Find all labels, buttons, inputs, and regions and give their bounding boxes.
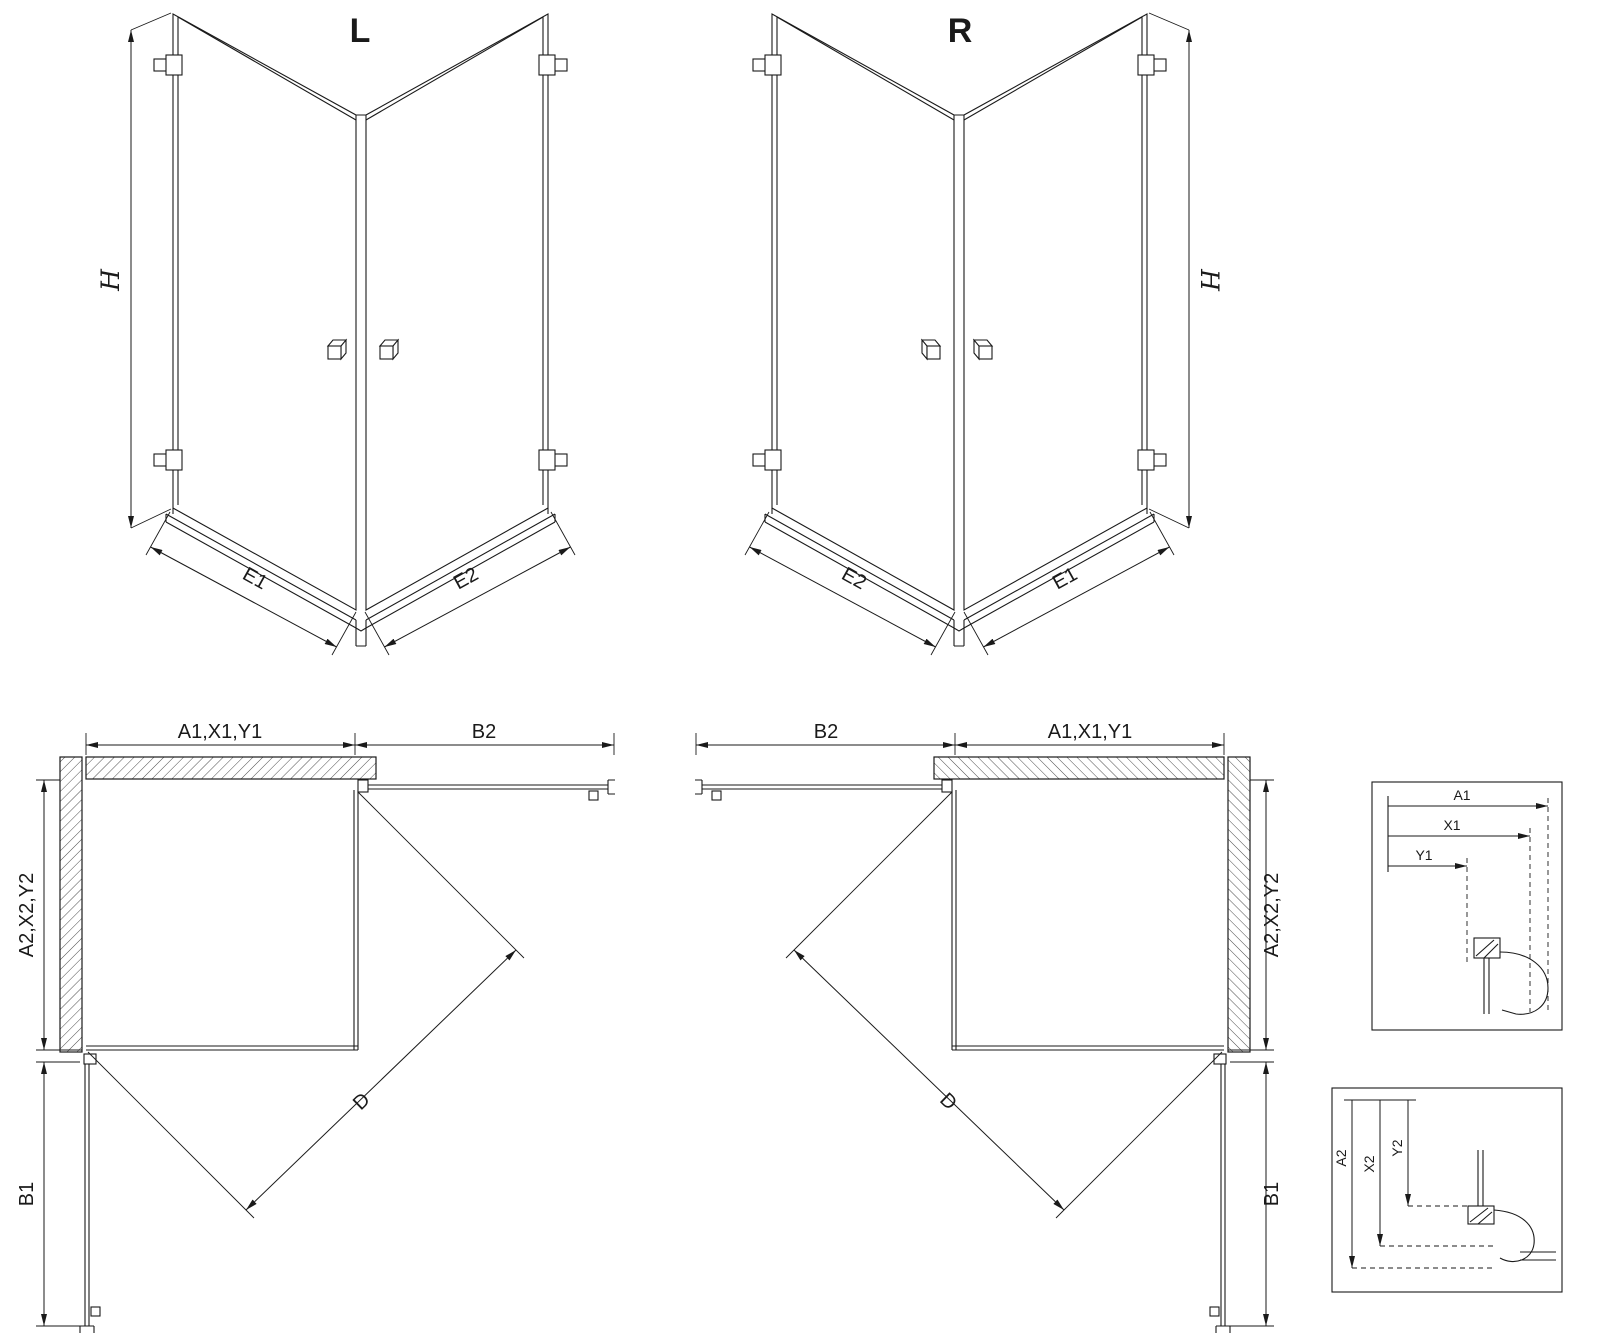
- detail-clamp-section: [1467, 1205, 1495, 1225]
- detail-box-frame: [1331, 1087, 1563, 1293]
- height-dim-label: H: [1195, 268, 1224, 292]
- detail-glass-section: [1483, 958, 1490, 1014]
- detail-reference-dashes: [1466, 798, 1549, 1012]
- side-lower-dim-label: B1: [1261, 1182, 1283, 1206]
- detail-dim-label-y1: Y1: [1415, 847, 1432, 863]
- plan-view-left-labels: A1,X1,Y1 B2 A2,X2,Y2 B1 D: [16, 721, 496, 1206]
- detail-clamp-section: [1473, 937, 1501, 959]
- view-label: R: [948, 12, 973, 50]
- detail-box-frame: [1371, 781, 1563, 1031]
- detail-box-top: A1 X1 Y1: [1371, 781, 1563, 1031]
- detail-profile-curve: [1493, 1209, 1535, 1262]
- top-left-dim-label: A1,X1,Y1: [178, 721, 263, 743]
- side-upper-dim-label: A2,X2,Y2: [16, 873, 38, 958]
- detail-dim-label-a1: A1: [1453, 787, 1470, 803]
- detail-clamp-hatch: [1469, 1207, 1493, 1225]
- detail-dim-label-y2: Y2: [1389, 1139, 1405, 1156]
- detail-clamp-hatch: [1475, 939, 1499, 959]
- top-left-dim-label: B2: [814, 721, 838, 743]
- detail-box-bottom: A2 X2 Y2: [1331, 1087, 1563, 1293]
- top-right-dim-label: B2: [472, 721, 496, 743]
- detail-reference-dashes: [1352, 1205, 1496, 1269]
- detail-dim-label-a2: A2: [1333, 1149, 1349, 1166]
- view-label: L: [350, 12, 371, 50]
- detail-glass-section: [1477, 1150, 1484, 1206]
- top-right-dim-label: A1,X1,Y1: [1048, 721, 1133, 743]
- side-upper-dim-label: A2,X2,Y2: [1261, 873, 1283, 958]
- detail-tray-edge: [1520, 1251, 1556, 1261]
- detail-profile-curve: [1499, 951, 1549, 1015]
- detail-dim-label-x1: X1: [1443, 817, 1460, 833]
- side-lower-dim-label: B1: [16, 1182, 38, 1206]
- detail-dim-label-x2: X2: [1361, 1155, 1377, 1172]
- height-dim-label: H: [96, 268, 125, 292]
